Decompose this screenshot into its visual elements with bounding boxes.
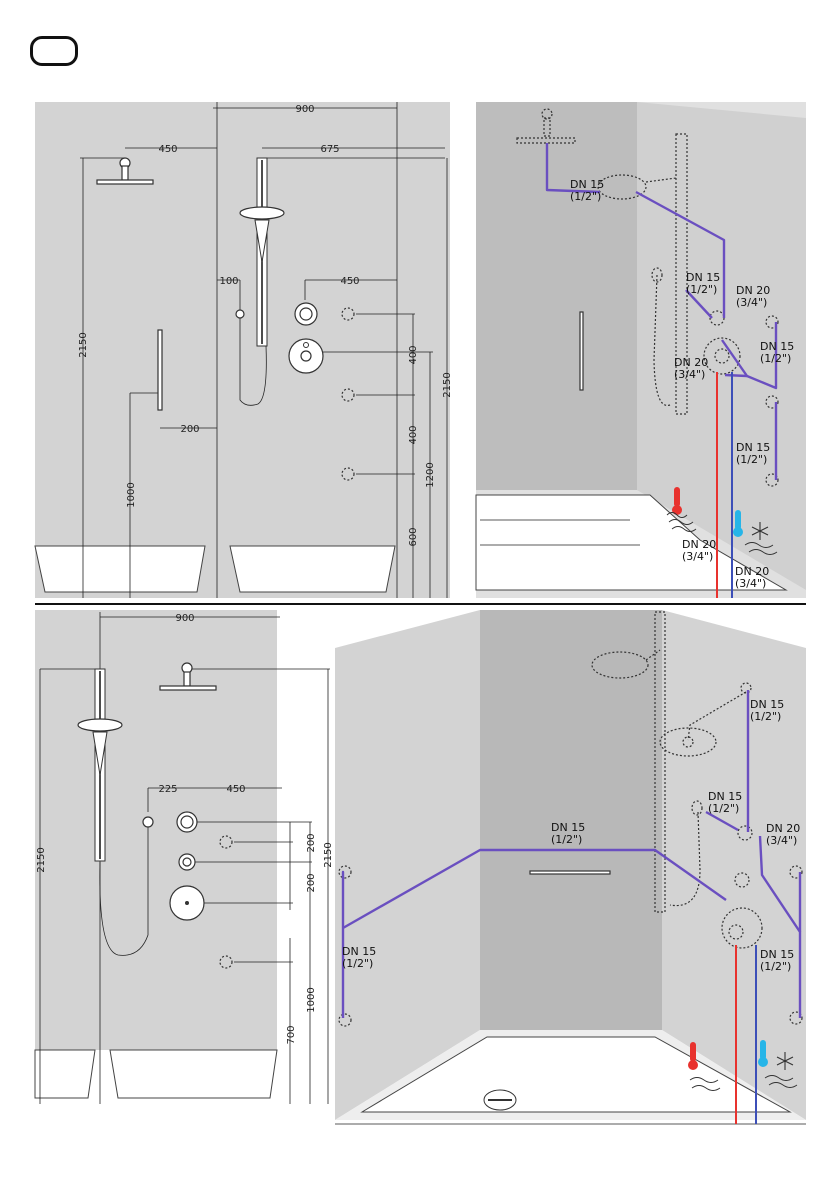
- pipe-label: (1/2"): [736, 453, 767, 466]
- dim-200: 200: [180, 424, 199, 435]
- bathtub-right: [110, 1050, 277, 1098]
- wall-background: [35, 102, 450, 598]
- dim-675: 675: [320, 144, 339, 155]
- dim-700: 700: [286, 1025, 297, 1044]
- dim-2150: 2150: [323, 842, 334, 867]
- pipe-label: (1/2"): [750, 710, 781, 723]
- bathtub-right: [230, 546, 395, 592]
- dim-600: 600: [408, 527, 419, 546]
- dim-900: 900: [175, 613, 194, 624]
- panel-bottom-right-perspective: DN 15 (1/2") DN 15 (1/2") DN 20 (3/4") D…: [335, 610, 806, 1124]
- dim-1000: 1000: [306, 987, 317, 1012]
- grab-bar-icon: [580, 312, 583, 390]
- pipe-label: (1/2"): [760, 960, 791, 973]
- pipe-label: (1/2"): [342, 957, 373, 970]
- dim-400: 400: [408, 345, 419, 364]
- dim-200: 200: [306, 833, 317, 852]
- pipe-label: (3/4"): [735, 577, 766, 590]
- panel-top-right-perspective: DN 15 (1/2") DN 15 (1/2") DN 20 (3/4") D…: [476, 102, 806, 598]
- dim-2150: 2150: [36, 847, 47, 872]
- pipe-dn15: [725, 375, 747, 376]
- wall-outlet-icon: [236, 310, 244, 318]
- dim-450: 450: [226, 784, 245, 795]
- dim-1200: 1200: [425, 462, 436, 487]
- dim-450: 450: [158, 144, 177, 155]
- wall-background: [35, 610, 277, 1050]
- pipe-label: (3/4"): [766, 834, 797, 847]
- back-wall: [480, 610, 662, 1030]
- pipe-label: (1/2"): [551, 833, 582, 846]
- dim-225: 225: [158, 784, 177, 795]
- dim-400: 400: [408, 425, 419, 444]
- pipe-label: (3/4"): [674, 368, 705, 381]
- panel-bottom-left-elevation: 900 225 450 2150 200 200 2150 1000 700: [35, 610, 334, 1104]
- dim-100: 100: [219, 276, 238, 287]
- panel-top-left-elevation: 900 450 675 100 450 200 2150 1000 400 40…: [35, 102, 453, 598]
- pipe-label: (3/4"): [682, 550, 713, 563]
- grab-bar-icon: [530, 871, 610, 874]
- pipe-label: (1/2"): [686, 283, 717, 296]
- bathtub-left: [35, 546, 205, 592]
- pipe-label: (1/2"): [570, 190, 601, 203]
- wall-outlet-icon: [143, 817, 153, 827]
- pipe-label: (1/2"): [760, 352, 791, 365]
- back-wall: [476, 102, 637, 490]
- dim-900: 900: [295, 104, 314, 115]
- dim-1000: 1000: [126, 482, 137, 507]
- bathtub-left: [35, 1050, 95, 1098]
- dim-200: 200: [306, 873, 317, 892]
- pipe-label: (1/2"): [708, 802, 739, 815]
- dim-2150: 2150: [78, 332, 89, 357]
- grab-bar-icon: [158, 330, 162, 410]
- pipe-label: (3/4"): [736, 296, 767, 309]
- dim-450: 450: [340, 276, 359, 287]
- dim-2150: 2150: [442, 372, 453, 397]
